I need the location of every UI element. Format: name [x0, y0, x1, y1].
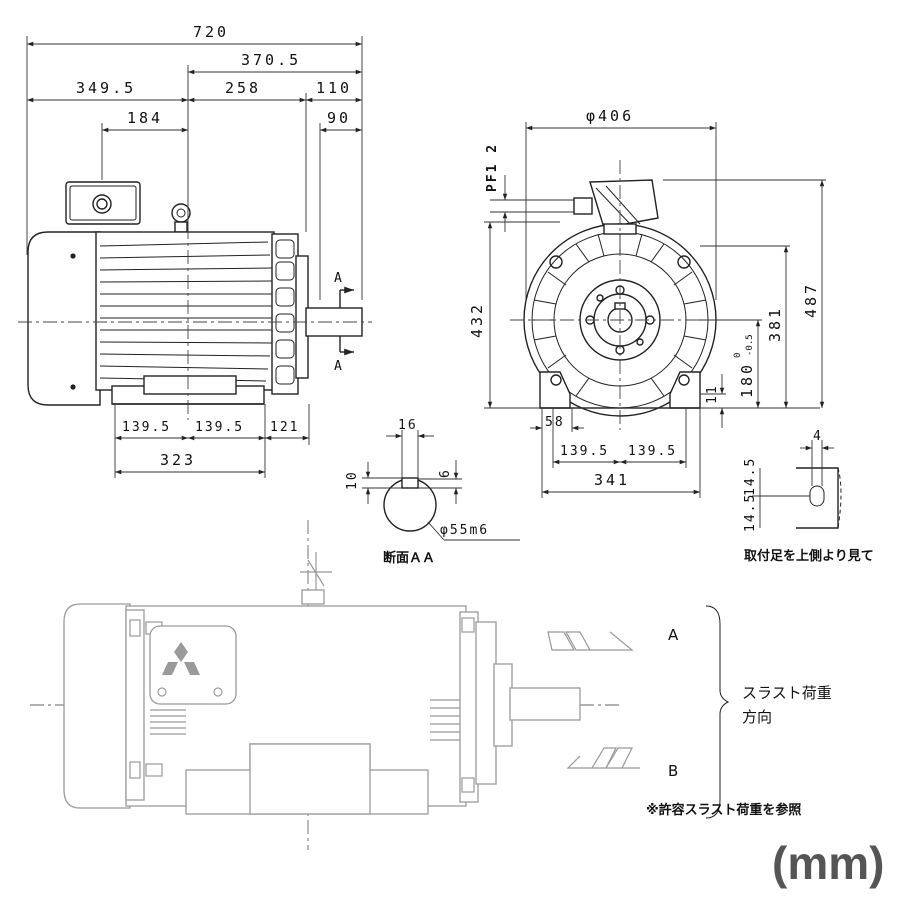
dim-side-foot-total: 323: [160, 451, 196, 469]
dim-flange-dia: φ406: [586, 107, 634, 125]
dim-side-foot-a: 139.5: [122, 420, 171, 435]
dim-height-487: 487: [802, 282, 820, 318]
key-height: 6: [438, 468, 453, 478]
thrust-label-b: B: [668, 762, 678, 780]
side-view: 720 370.5 349.5 258 110 184 90: [18, 23, 372, 478]
dim-side-foot-b: 139.5: [195, 420, 244, 435]
dim-front-foot-b: 139.5: [628, 444, 677, 459]
foot-hole-offset-2: 14.5: [743, 493, 758, 532]
foot-hole-offset: 14.5: [743, 457, 758, 496]
shaft-dia: φ55m6: [440, 523, 489, 538]
dim-90: 90: [327, 109, 351, 127]
section-a-top: A: [334, 271, 344, 286]
dim-370-5: 370.5: [241, 51, 301, 69]
dim-side-foot-c: 121: [270, 420, 299, 435]
foot-detail-caption: 取付足を上側より見て: [744, 548, 874, 564]
dim-front-foot-total: 341: [594, 471, 630, 489]
dim-349-5: 349.5: [76, 79, 136, 97]
dim-conduit: PF1 2: [485, 143, 500, 192]
thrust-view: A B スラスト荷重 方向 ※許容スラスト荷重を参照: [30, 520, 832, 850]
foot-detail: 4 14.5 14.5 取付足を上側より見て: [743, 429, 874, 564]
dim-110: 110: [316, 79, 352, 97]
thrust-label-a: A: [668, 626, 679, 644]
section-aa: 16 10 6 φ55m6 断面ＡＡ: [345, 418, 520, 566]
key-width: 16: [398, 418, 418, 433]
thrust-note: ※許容スラスト荷重を参照: [646, 802, 801, 818]
foot-hole-width: 4: [813, 429, 823, 444]
dim-height-381: 381: [766, 306, 784, 342]
dim-center-tol-lower: -0.5: [745, 334, 755, 356]
key-depth: 10: [345, 470, 360, 490]
section-aa-label: 断面ＡＡ: [383, 550, 435, 566]
unit-label: (mm): [772, 837, 885, 889]
thrust-title-1: スラスト荷重: [742, 684, 832, 702]
dim-258: 258: [225, 79, 261, 97]
dim-foot-11: 11: [705, 384, 720, 404]
section-a-bottom: A: [334, 359, 344, 374]
dim-center-tol-upper: 0: [733, 353, 743, 358]
thrust-title-2: 方向: [742, 708, 772, 726]
dim-720: 720: [193, 23, 229, 41]
dim-height-432: 432: [468, 302, 486, 338]
front-view: φ406 PF1 2: [468, 107, 826, 498]
dim-184: 184: [127, 109, 163, 127]
dim-front-foot-a: 139.5: [560, 444, 609, 459]
dim-center-180: 180: [738, 362, 756, 398]
dim-foot-58: 58: [545, 415, 565, 430]
